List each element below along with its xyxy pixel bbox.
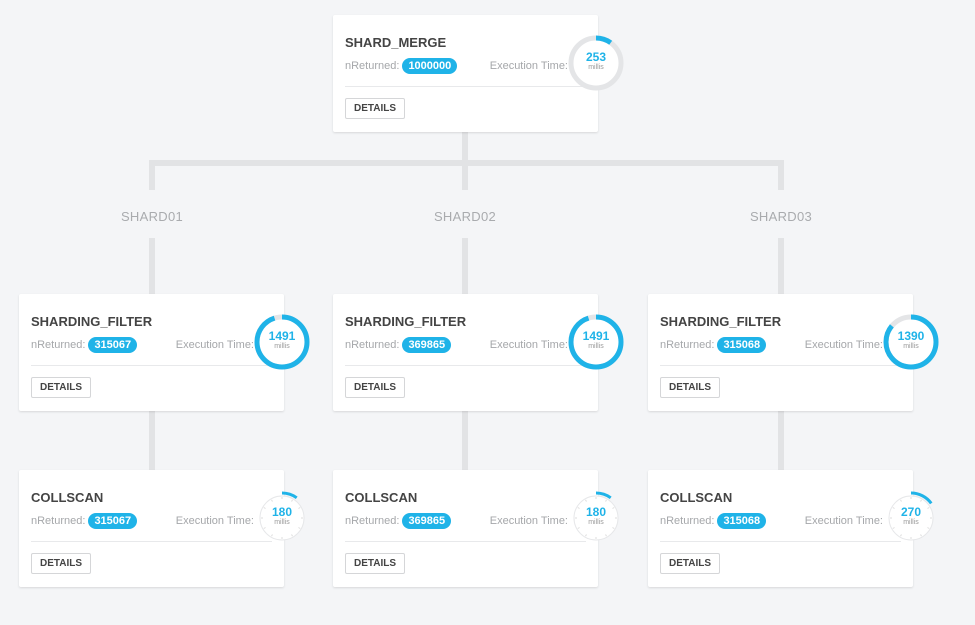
execution-time-value: 180 (271, 505, 293, 519)
connector (778, 410, 784, 470)
stage-title: COLLSCAN (345, 490, 418, 505)
execution-time-gauge-ring (883, 314, 939, 370)
execution-time-value: 1491 (582, 329, 610, 343)
n-returned-label: nReturned: (345, 515, 400, 527)
connector (462, 160, 468, 190)
n-returned: nReturned:315068 (660, 337, 767, 353)
plan-stage-card: SHARD_MERGE nReturned:1000000 Execution … (333, 15, 624, 132)
execution-time-label: Execution Time: (804, 339, 883, 351)
n-returned-label: nReturned: (31, 515, 86, 527)
execution-time-value: 270 (900, 505, 922, 519)
execution-time-gauge-ring (255, 491, 309, 545)
n-returned-label: nReturned: (660, 339, 715, 351)
details-button[interactable]: DETAILS (660, 377, 721, 398)
execution-time-gauge-ring (568, 35, 624, 91)
divider (345, 365, 586, 366)
execution-time-unit: millis (903, 519, 919, 526)
execution-time-label: Execution Time: (489, 60, 568, 72)
details-button[interactable]: DETAILS (345, 377, 406, 398)
n-returned-label: nReturned: (345, 339, 400, 351)
n-returned-badge: 369865 (402, 337, 452, 353)
divider (345, 86, 586, 87)
n-returned: nReturned:369865 (345, 513, 452, 529)
n-returned: nReturned:315068 (660, 513, 767, 529)
execution-time-unit: millis (588, 64, 604, 71)
stage-title: COLLSCAN (660, 490, 733, 505)
plan-stage-card: COLLSCAN nReturned:315067 Execution Time… (19, 470, 309, 587)
divider (660, 365, 901, 366)
connector (149, 160, 155, 190)
n-returned-label: nReturned: (345, 60, 400, 72)
stage-title: SHARDING_FILTER (660, 314, 782, 329)
plan-stage-card: SHARDING_FILTER nReturned:315067 Executi… (19, 294, 310, 411)
execution-time-gauge-ring (569, 491, 623, 545)
execution-time-label: Execution Time: (175, 339, 254, 351)
stage-title: COLLSCAN (31, 490, 104, 505)
details-button[interactable]: DETAILS (31, 553, 92, 574)
plan-stage-card: SHARDING_FILTER nReturned:315068 Executi… (648, 294, 939, 411)
execution-time-value: 180 (585, 505, 607, 519)
divider (345, 541, 586, 542)
execution-time-label: Execution Time: (804, 515, 883, 527)
n-returned-badge: 1000000 (402, 58, 458, 74)
details-button[interactable]: DETAILS (345, 98, 406, 119)
execution-time-value: 1390 (897, 329, 925, 343)
n-returned: nReturned:1000000 (345, 58, 458, 74)
connector (149, 238, 155, 294)
shard-label: SHARD01 (120, 209, 184, 224)
details-button[interactable]: DETAILS (345, 553, 406, 574)
plan-stage-card: COLLSCAN nReturned:369865 Execution Time… (333, 470, 623, 587)
details-button[interactable]: DETAILS (660, 553, 721, 574)
n-returned-badge: 315068 (717, 513, 767, 529)
connector (149, 410, 155, 470)
plan-stage-card: SHARDING_FILTER nReturned:369865 Executi… (333, 294, 624, 411)
execution-time-gauge-ring (254, 314, 310, 370)
execution-time-gauge-ring (568, 314, 624, 370)
connector (462, 410, 468, 470)
n-returned: nReturned:369865 (345, 337, 452, 353)
n-returned: nReturned:315067 (31, 337, 138, 353)
n-returned-label: nReturned: (660, 515, 715, 527)
divider (31, 365, 272, 366)
divider (660, 541, 901, 542)
divider (31, 541, 272, 542)
n-returned-badge: 315067 (88, 513, 138, 529)
n-returned-badge: 315067 (88, 337, 138, 353)
execution-time-gauge-ring (884, 491, 938, 545)
execution-time-unit: millis (588, 519, 604, 526)
n-returned-badge: 315068 (717, 337, 767, 353)
stage-title: SHARD_MERGE (345, 35, 447, 50)
n-returned-label: nReturned: (31, 339, 86, 351)
execution-time-value: 253 (585, 50, 607, 64)
plan-stage-card: COLLSCAN nReturned:315068 Execution Time… (648, 470, 938, 587)
n-returned: nReturned:315067 (31, 513, 138, 529)
connector (778, 160, 784, 190)
shard-label: SHARD02 (433, 209, 497, 224)
execution-time-unit: millis (274, 343, 290, 350)
execution-time-unit: millis (588, 343, 604, 350)
details-button[interactable]: DETAILS (31, 377, 92, 398)
stage-title: SHARDING_FILTER (31, 314, 153, 329)
n-returned-badge: 369865 (402, 513, 452, 529)
execution-time-unit: millis (903, 343, 919, 350)
stage-title: SHARDING_FILTER (345, 314, 467, 329)
execution-time-label: Execution Time: (175, 515, 254, 527)
shard-label: SHARD03 (749, 209, 813, 224)
execution-time-label: Execution Time: (489, 515, 568, 527)
connector (462, 238, 468, 294)
execution-time-label: Execution Time: (489, 339, 568, 351)
connector (778, 238, 784, 294)
execution-time-unit: millis (274, 519, 290, 526)
connector (462, 132, 468, 165)
execution-time-value: 1491 (268, 329, 296, 343)
